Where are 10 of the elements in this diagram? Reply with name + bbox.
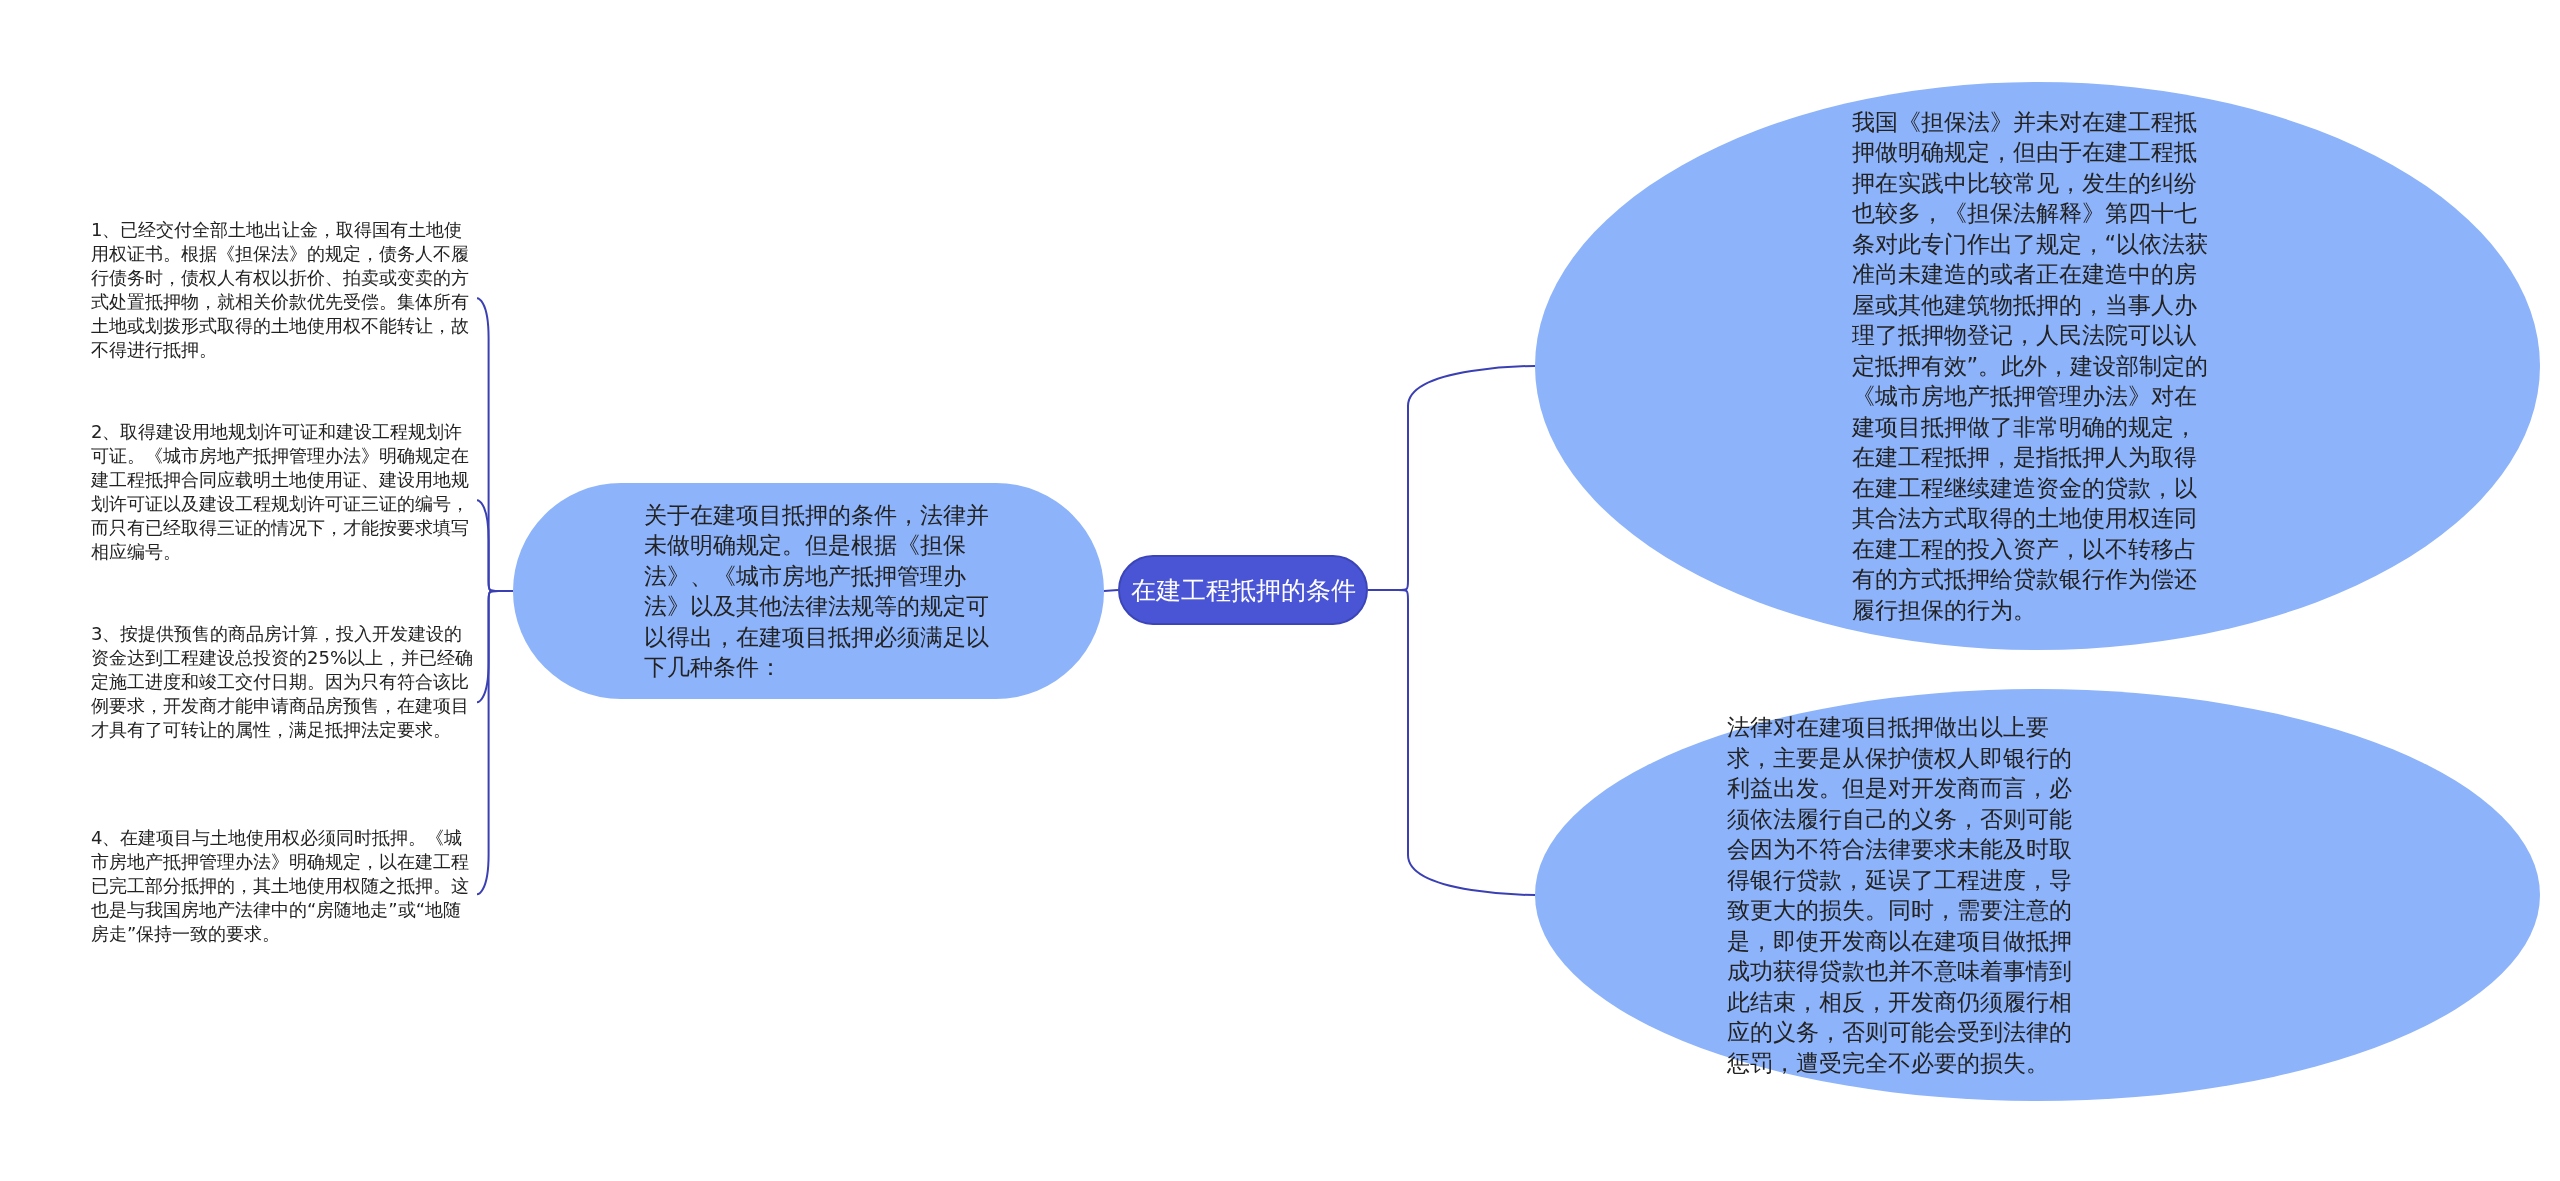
- text-note: 2、取得建设用地规划许可证和建设工程规划许可证。《城市房地产抵押管理办法》明确规定在建工程抵押合同应载明土地使用证、建设用地规划许可证以及建设工程规划许可证三证的编号，而只有已经取得三证的情况下，才能按要求填写相应编号。: [91, 420, 477, 566]
- text-note: 4、在建项目与土地使用权必须同时抵押。《城市房地产抵押管理办法》明确规定，以在建工程已完工部分抵押的，其土地使用权随之抵押。这也是与我国房地产法律中的“房随地走”或“地随房走”保持一致的要求。: [91, 826, 477, 950]
- branch-bubble: 关于在建项目抵押的条件，法律并未做明确规定。但是根据《担保法》、《城市房地产抵押管理办法》以及其他法律法规等的规定可以得出，在建项目抵押必须满足以下几种条件：: [513, 483, 1104, 699]
- text-note: 3、按提供预售的商品房计算，投入开发建设的资金达到工程建设总投资的25%以上，并已经确定施工进度和竣工交付日期。因为只有符合该比例要求，开发商才能申请商品房预售，在建项目才具有了可转让的属性，满足抵押法定要求。: [91, 622, 477, 768]
- text-note: 1、已经交付全部土地出让金，取得国有土地使用权证书。根据《担保法》的规定，债务人不履行债务时，债权人有权以折价、拍卖或变卖的方式处置抵押物，就相关价款优先受偿。集体所有土地或划拨形式取得的土地使用权不能转让，故不得进行抵押。: [91, 218, 477, 364]
- topic-box: 在建工程抵押的条件: [1118, 555, 1368, 625]
- connector-line: [1103, 589, 1119, 592]
- branch-bubble: 法律对在建项目抵押做出以上要求，主要是从保护债权人即银行的利益出发。但是对开发商而言，必须依法履行自己的义务，否则可能会因为不符合法律要求未能及时取得银行贷款，延误了工程进度，导致更大的损失。同时，需要注意的是，即使开发商以在建项目做抵押成功获得贷款也并不意味着事情到此结束，相反，开发商仍须履行相应的义务，否则可能会受到法律的惩罚，遭受完全不必要的损失。: [1535, 689, 2540, 1101]
- branch-bubble: 我国《担保法》并未对在建工程抵押做明确规定，但由于在建工程抵押在实践中比较常见，发生的纠纷也较多，《担保法解释》第四十七条对此专门作出了规定，“以依法获准尚未建造的或者正在建造中的房屋或其他建筑物抵押的，当事人办理了抵押物登记，人民法院可以认定抵押有效”。此外，建设部制定的《城市房地产抵押管理办法》对在建项目抵押做了非常明确的规定，在建工程抵押，是指抵押人为取得在建工程继续建造资金的贷款，以其合法方式取得的土地使用权连同在建工程的投入资产，以不转移占有的方式抵押给贷款银行作为偿还履行担保的行为。: [1535, 82, 2540, 650]
- connector-line: [476, 590, 514, 896]
